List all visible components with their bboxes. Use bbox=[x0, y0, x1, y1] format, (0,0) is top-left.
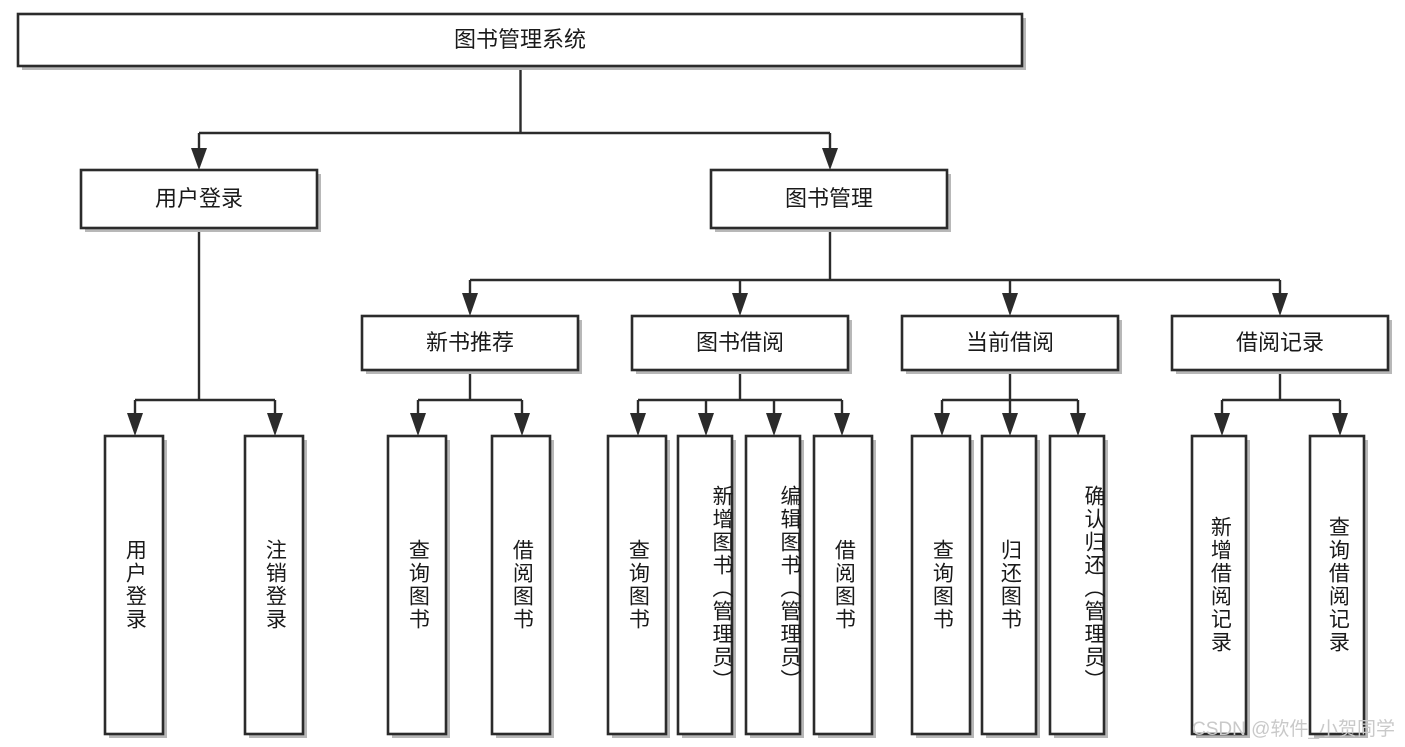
arrow-bookborrow-leaf2 bbox=[698, 413, 714, 436]
leaf-borrow-record-1[interactable] bbox=[1190, 434, 1250, 738]
leaf-book-borrow-3[interactable] bbox=[744, 434, 804, 738]
node-book-management[interactable]: 图书管理 bbox=[709, 168, 951, 232]
node-current-borrow[interactable]: 当前借阅 bbox=[900, 314, 1122, 374]
leaf-current-borrow-2[interactable] bbox=[980, 434, 1040, 738]
arrow-userlogin-leaf2 bbox=[267, 413, 283, 436]
node-user-login[interactable]: 用户登录 bbox=[79, 168, 321, 232]
arrow-to-user-login bbox=[191, 148, 207, 170]
leaf-user-login-2[interactable] bbox=[243, 434, 307, 738]
leaf-book-borrow-1[interactable] bbox=[606, 434, 670, 738]
arrow-currentborrow-leaf2 bbox=[1002, 413, 1018, 436]
arrow-currentborrow-leaf1 bbox=[934, 413, 950, 436]
node-root[interactable]: 图书管理系统 bbox=[16, 12, 1026, 70]
arrow-to-new-book bbox=[462, 293, 478, 316]
node-user-login-label: 用户登录 bbox=[155, 186, 243, 211]
arrow-to-book-mgmt bbox=[822, 148, 838, 170]
leaf-current-borrow-1[interactable] bbox=[910, 434, 974, 738]
node-borrow-record-label: 借阅记录 bbox=[1236, 330, 1324, 355]
leaf-new-book-2[interactable] bbox=[490, 434, 554, 738]
node-book-management-label: 图书管理 bbox=[785, 186, 873, 211]
arrow-to-current-borrow bbox=[1002, 293, 1018, 316]
arrow-newbook-leaf1 bbox=[410, 413, 426, 436]
leaf-current-borrow-3[interactable] bbox=[1048, 434, 1108, 738]
leaf-user-login-1[interactable] bbox=[103, 434, 167, 738]
node-root-label: 图书管理系统 bbox=[454, 27, 586, 52]
node-new-book-recommend[interactable]: 新书推荐 bbox=[360, 314, 582, 374]
arrow-userlogin-leaf1 bbox=[127, 413, 143, 436]
arrow-borrowrecord-leaf1 bbox=[1214, 413, 1230, 436]
arrow-newbook-leaf2 bbox=[514, 413, 530, 436]
connector-layer bbox=[127, 66, 1348, 436]
leaf-book-borrow-2[interactable] bbox=[676, 434, 736, 738]
node-book-borrow-label: 图书借阅 bbox=[696, 330, 784, 355]
node-borrow-record[interactable]: 借阅记录 bbox=[1170, 314, 1392, 374]
arrow-to-borrow-record bbox=[1272, 293, 1288, 316]
arrow-bookborrow-leaf1 bbox=[630, 413, 646, 436]
arrow-to-book-borrow bbox=[732, 293, 748, 316]
box-layer: 图书管理系统 用户登录 图书管理 新书推荐 图书 bbox=[16, 12, 1392, 738]
leaf-book-borrow-4[interactable] bbox=[812, 434, 876, 738]
leaf-new-book-1[interactable] bbox=[386, 434, 450, 738]
arrow-bookborrow-leaf4 bbox=[834, 413, 850, 436]
arrow-currentborrow-leaf3 bbox=[1070, 413, 1086, 436]
node-book-borrow[interactable]: 图书借阅 bbox=[630, 314, 852, 374]
node-new-book-recommend-label: 新书推荐 bbox=[426, 330, 514, 355]
node-current-borrow-label: 当前借阅 bbox=[966, 330, 1054, 355]
arrow-bookborrow-leaf3 bbox=[766, 413, 782, 436]
csdn-watermark: CSDN @软件_小贺同学 bbox=[1192, 719, 1395, 740]
arrow-borrowrecord-leaf2 bbox=[1332, 413, 1348, 436]
leaf-borrow-record-2[interactable] bbox=[1308, 434, 1368, 738]
